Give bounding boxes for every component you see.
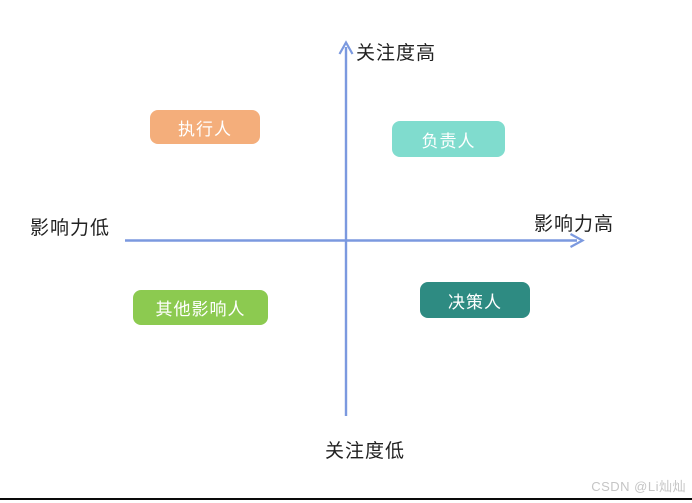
quadrant-box-other-influencers: 其他影响人 — [133, 290, 268, 325]
quadrant-box-owner: 负责人 — [392, 121, 505, 157]
right-arrow-icon — [569, 233, 585, 248]
up-arrow-icon — [338, 40, 354, 55]
quadrant-box-executor: 执行人 — [150, 110, 260, 144]
bottom-divider — [0, 498, 692, 500]
axis-label-attention-low: 关注度低 — [325, 441, 406, 462]
axis-label-influence-low: 影响力低 — [30, 218, 111, 239]
axis-label-influence-high: 影响力高 — [534, 214, 615, 235]
csdn-watermark: CSDN @Li灿灿 — [591, 479, 686, 494]
axis-label-attention-high: 关注度高 — [356, 43, 437, 64]
quadrant-box-decision-maker: 决策人 — [420, 282, 530, 318]
